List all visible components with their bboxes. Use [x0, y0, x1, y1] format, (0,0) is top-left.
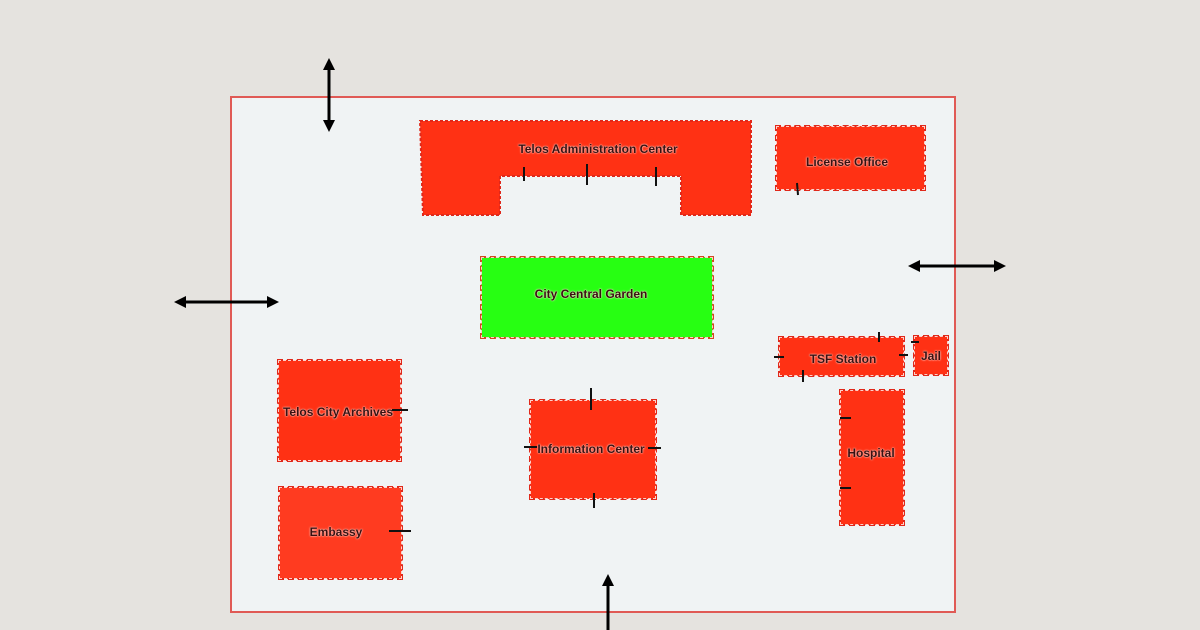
license-label: License Office — [805, 155, 889, 169]
door — [796, 182, 799, 196]
tsf-label: TSF Station — [809, 352, 877, 366]
license-office-building[interactable] — [775, 125, 926, 191]
tsf-station-building[interactable] — [778, 336, 905, 377]
hospital-building[interactable] — [839, 389, 905, 526]
embassy-building[interactable] — [278, 486, 403, 580]
jail-building[interactable] — [913, 335, 949, 376]
city-central-garden[interactable] — [480, 256, 714, 339]
jail-label: Jail — [920, 349, 942, 363]
archives-label: Telos City Archives — [282, 405, 394, 419]
embassy-label: Embassy — [309, 525, 363, 539]
garden-label: City Central Garden — [534, 287, 648, 301]
admin-label: Telos Administration Center — [518, 142, 678, 156]
hospital-label: Hospital — [847, 446, 895, 460]
info-label: Information Center — [537, 442, 645, 456]
